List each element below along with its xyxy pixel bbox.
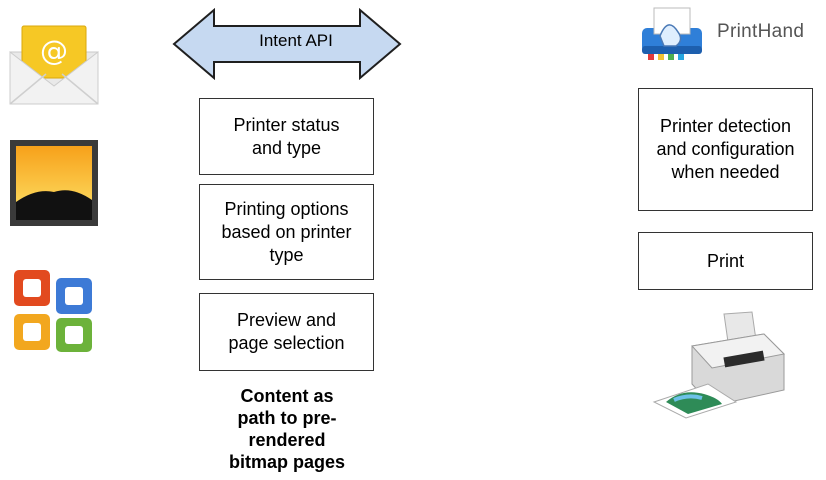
content-note: Content as path to pre- rendered bitmap … bbox=[228, 386, 346, 472]
printhand-app-icon bbox=[642, 7, 702, 60]
intent-api-label: Intent API bbox=[259, 31, 333, 50]
inkjet-printer-icon bbox=[652, 311, 786, 419]
printhand-app-name: PrintHand bbox=[717, 21, 805, 42]
intent-api-arrow bbox=[172, 8, 402, 80]
print-box: Print bbox=[638, 232, 813, 290]
printer-detection-box: Printer detection and configuration when… bbox=[638, 88, 813, 211]
photo-gallery-icon bbox=[10, 140, 98, 226]
office-suite-icon bbox=[14, 270, 92, 352]
svg-text:@: @ bbox=[40, 34, 68, 67]
preview-selection-box: Preview and page selection bbox=[199, 293, 374, 371]
printing-options-box: Printing options based on printer type bbox=[199, 184, 374, 280]
printer-status-box: Printer status and type bbox=[199, 98, 374, 175]
email-envelope-icon: @ bbox=[9, 25, 99, 105]
